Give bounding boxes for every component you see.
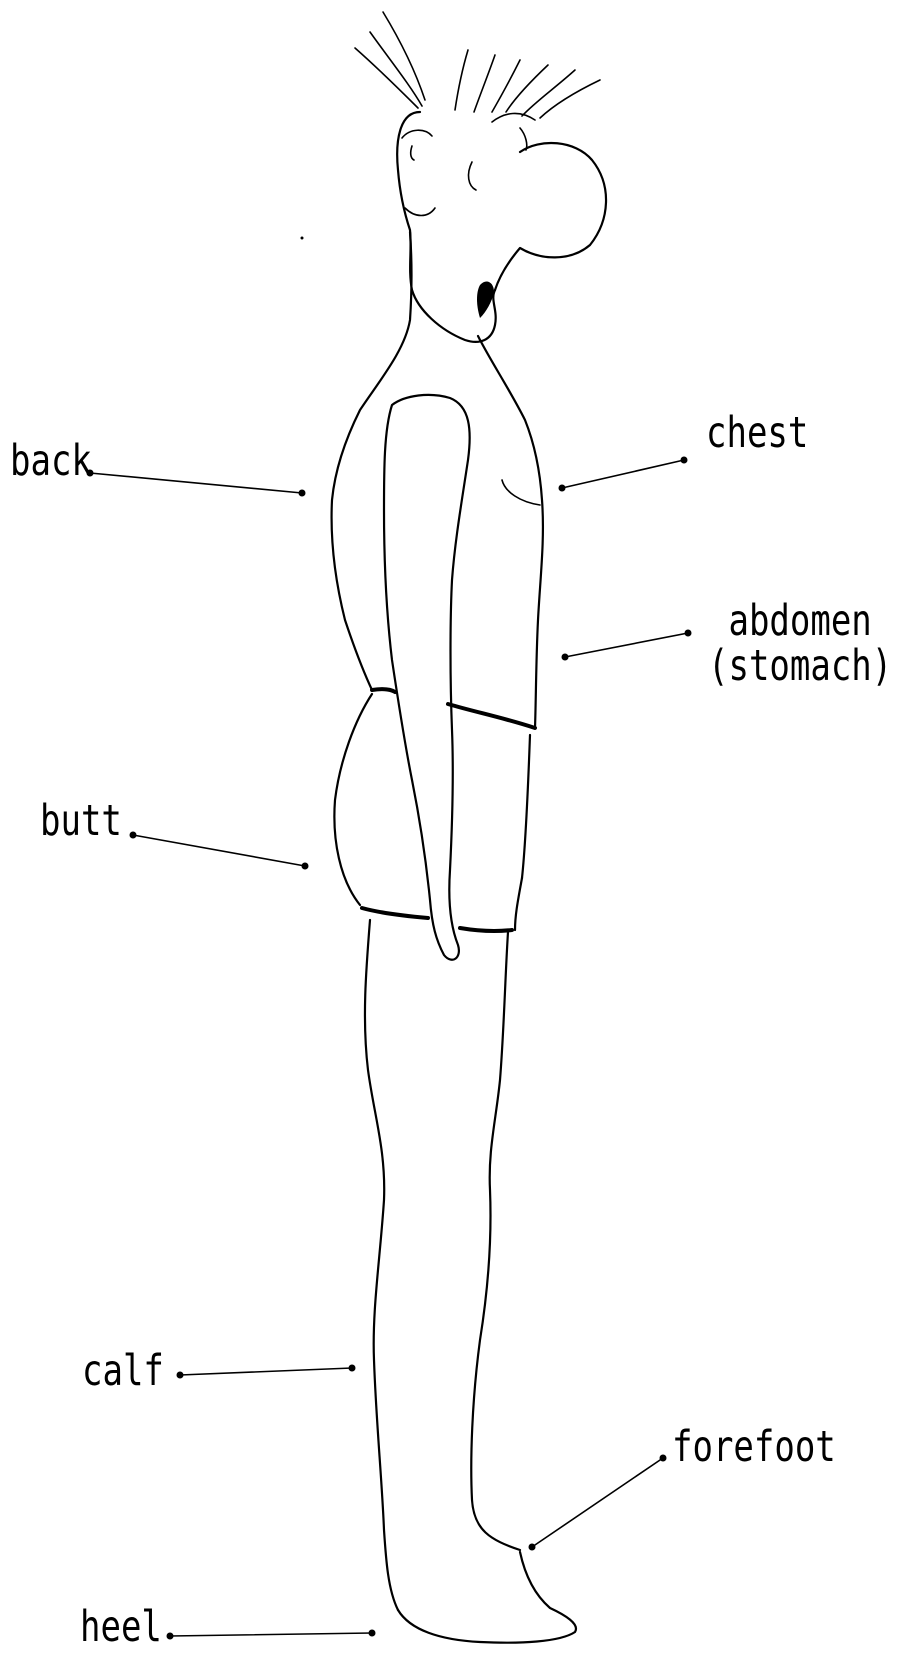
leader-butt	[130, 832, 309, 870]
label-calf: calf	[82, 1350, 164, 1395]
ear	[469, 162, 476, 190]
arm	[384, 395, 470, 960]
back-outline	[332, 232, 412, 690]
leader-abdomen	[562, 630, 692, 661]
brow	[402, 130, 432, 138]
chest-mark	[502, 480, 540, 505]
mouth	[477, 281, 494, 318]
foot	[398, 1552, 576, 1643]
leader-chest	[559, 457, 688, 492]
leader-back	[87, 470, 306, 497]
leader-forefoot	[529, 1455, 667, 1551]
eye-right	[520, 128, 527, 150]
hair	[355, 12, 600, 118]
label-forefoot: forefoot	[672, 1426, 836, 1471]
label-abdomen-text: abdomen	[708, 600, 892, 645]
nose	[495, 143, 606, 290]
brow-right	[492, 113, 535, 122]
label-back: back	[10, 440, 92, 485]
shorts	[334, 689, 535, 931]
label-abdomen: abdomen (stomach)	[708, 600, 892, 689]
leader-heel	[167, 1630, 376, 1640]
label-heel: heel	[80, 1606, 162, 1651]
label-butt: butt	[40, 800, 122, 845]
label-chest: chest	[706, 412, 808, 457]
eye	[411, 146, 414, 160]
leader-calf	[177, 1365, 356, 1379]
cheek-line	[405, 208, 435, 216]
front-outline	[478, 336, 543, 728]
label-abdomen-note: (stomach)	[708, 645, 892, 690]
leg-back	[365, 920, 398, 1610]
leg-front	[471, 932, 520, 1550]
stray-dot	[301, 237, 304, 240]
